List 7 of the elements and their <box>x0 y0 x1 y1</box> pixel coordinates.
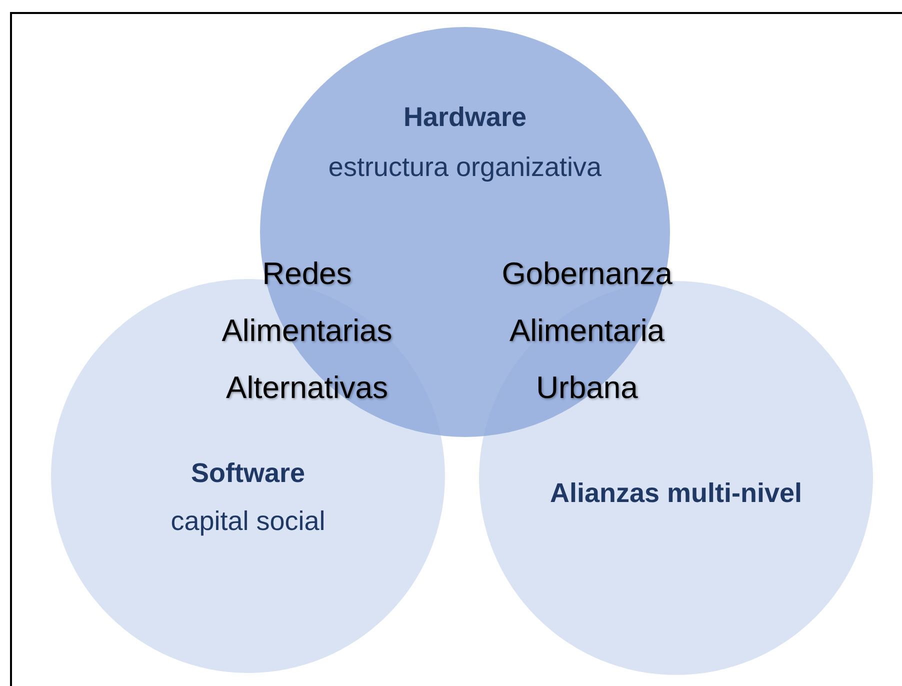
circle-heading: Alianzas multi-nivel <box>550 478 802 508</box>
circle-heading: Software <box>190 458 306 488</box>
overlap-label: Redes Alimentarias Alternativas <box>220 255 394 407</box>
circle-subtitle: capital social <box>170 506 326 536</box>
circle-heading: Hardware <box>403 102 527 132</box>
circle-subtitle: estructura organizativa <box>328 152 602 182</box>
overlap-label: Gobernanza Alimentaria Urbana <box>500 255 674 407</box>
